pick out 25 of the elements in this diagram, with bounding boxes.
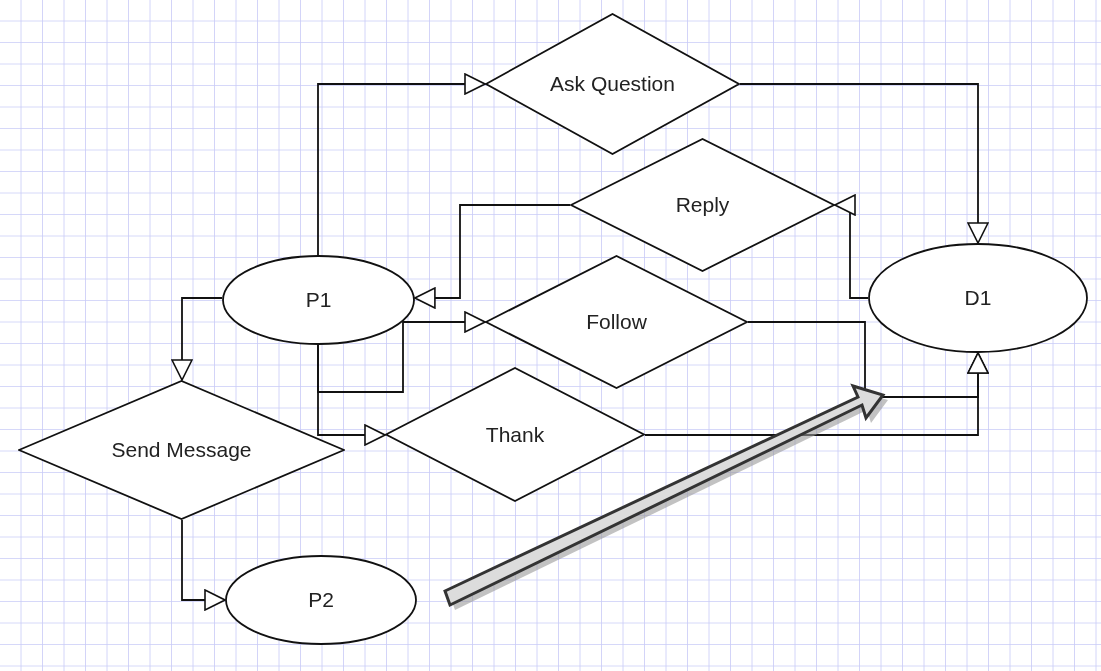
arrow <box>739 83 989 244</box>
node-label: P1 <box>305 287 332 314</box>
arrow <box>171 297 223 381</box>
arrow <box>317 73 486 256</box>
arrow <box>644 352 989 436</box>
decision-diamond <box>18 380 345 520</box>
arrow <box>414 204 571 309</box>
arrow <box>317 311 486 393</box>
node-label: Send Message <box>111 437 252 464</box>
ellipse-node <box>225 555 417 645</box>
arrow <box>834 194 869 299</box>
decision-diamond <box>385 367 645 502</box>
node-label: Reply <box>675 192 730 219</box>
node-label: P2 <box>308 587 334 614</box>
node-label: D1 <box>964 285 992 312</box>
decision-diamond <box>485 255 748 389</box>
node-label: Ask Question <box>550 71 675 98</box>
arrow <box>317 344 386 446</box>
decision-diamond <box>485 13 740 155</box>
node-label: Thank <box>485 421 545 448</box>
ellipse-node <box>222 255 415 345</box>
ellipse-node <box>868 243 1088 353</box>
decision-diamond <box>570 138 835 272</box>
node-label: Follow <box>586 309 647 336</box>
arrow <box>181 519 226 611</box>
